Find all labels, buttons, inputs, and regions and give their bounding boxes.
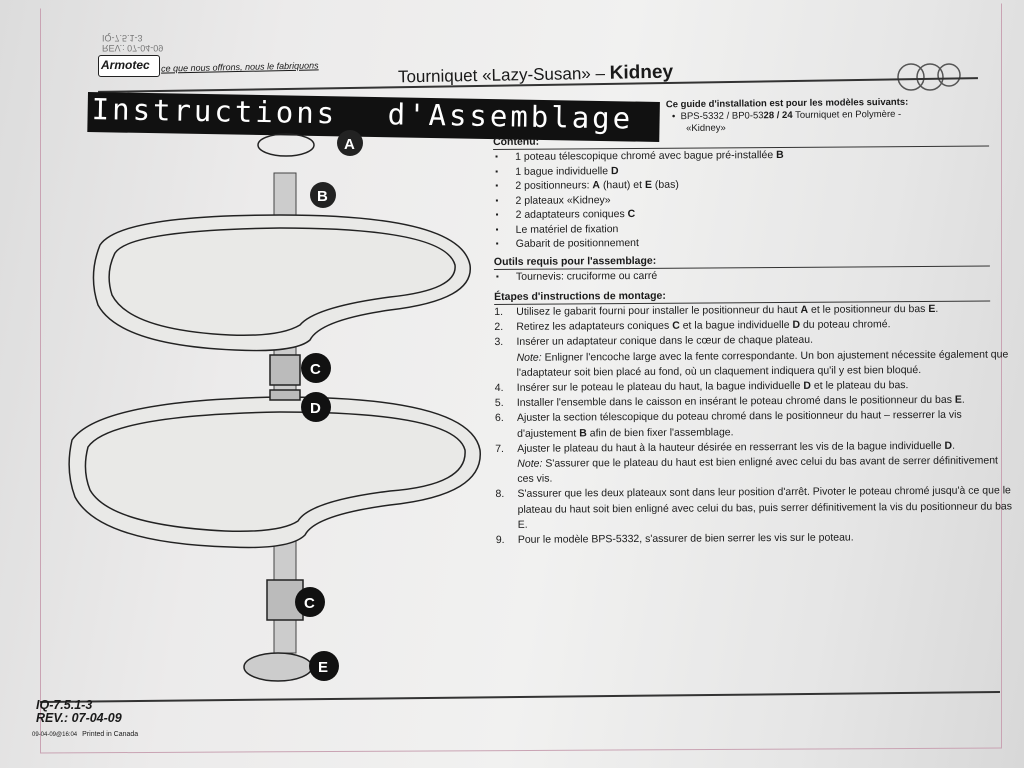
text-segment: Enligner l'encoche large avec la fente c…: [516, 348, 1009, 379]
list-item: Gabarit de positionnement: [494, 233, 1014, 251]
step-item: 8. S'assurer que les deux plateaux sont d…: [495, 484, 1015, 533]
text-segment: .: [961, 393, 965, 406]
text-segment: (bas): [651, 178, 679, 191]
text-segment: .: [935, 302, 939, 315]
steps-list: 1. Utilisez le gabarit fourni pour instal…: [494, 301, 1016, 548]
ring-d: [269, 389, 301, 401]
text-segment: du poteau chromé.: [799, 318, 891, 332]
svg-text:E: E: [318, 659, 328, 676]
instructions-text: Contenu: 1 poteau télescopique chromé av…: [493, 132, 1016, 548]
top-tray: [92, 214, 471, 352]
text-segment: Note:: [516, 351, 542, 364]
top-positioner-a: [257, 133, 315, 157]
footer: IQ-7.5.1-3 REV.: 07-04-09: [36, 699, 122, 725]
text-segment: afin de bien fixer l'assemblage.: [586, 425, 734, 439]
label-c-top: [301, 353, 331, 383]
text-segment: D: [610, 164, 619, 177]
bottom-tray-inner: [84, 411, 466, 533]
step-number: 2.: [494, 321, 504, 334]
step-number: 9.: [495, 533, 505, 547]
label-d: [301, 392, 331, 422]
text-segment: 1 bague individuelle: [515, 164, 612, 178]
text-segment: S'assurer que les deux plateaux sont dan…: [517, 484, 1013, 531]
text-segment: Utilisez le gabarit fourni pour installe…: [516, 303, 801, 318]
label-e: [309, 651, 339, 681]
text-segment: 2 positionneurs:: [515, 179, 593, 192]
text-segment: Pour le modèle BPS-5332, s'assurer de bi…: [517, 531, 854, 546]
svg-text:C: C: [310, 361, 321, 378]
text-segment: Gabarit de positionnement: [515, 236, 639, 250]
step-number: 5.: [494, 397, 504, 410]
print-info: 09-04-09@16:04 Printed in Canada: [32, 731, 139, 738]
top-tray-inner: [108, 227, 456, 337]
step-item: 3. Insérer un adaptateur conique dans le …: [494, 332, 1014, 381]
text-segment: C: [627, 208, 636, 221]
text-segment: Ajuster le plateau du haut à la hauteur …: [517, 439, 945, 455]
armotec-logo: Armotec: [98, 55, 160, 77]
text-segment: A: [800, 303, 809, 316]
text-segment: Retirez les adaptateurs coniques: [516, 319, 673, 334]
text-segment: E: [644, 178, 653, 191]
text-segment: Insérer un adaptateur conique dans le cœ…: [516, 334, 814, 349]
text-segment: et le positionneur du bas: [808, 302, 929, 316]
text-segment: Installer l'ensemble dans le caisson en …: [516, 394, 955, 410]
revision: REV.: 07-04-09: [36, 711, 122, 725]
text-segment: 2 adaptateurs coniques: [515, 208, 628, 221]
assembly-diagram: A B C D C E: [68, 130, 481, 682]
gcp-logo: [897, 63, 961, 91]
label-a: [337, 130, 363, 156]
text-segment: 2 plateaux «Kidney»: [515, 193, 611, 207]
text-segment: D: [944, 439, 953, 452]
label-b: [310, 182, 336, 208]
step-number: 3.: [494, 336, 504, 349]
models-block: Ce guide d'installation est pour les mod…: [665, 96, 909, 135]
step-number: 1.: [494, 305, 504, 318]
text-segment: A: [592, 179, 601, 192]
text-segment: B: [579, 426, 587, 440]
list-item: Tournevis: cruciforme ou carré: [494, 266, 1014, 284]
contents-list: 1 poteau télescopique chromé avec bague …: [493, 146, 1014, 251]
tools-list: Tournevis: cruciforme ou carré: [494, 266, 1014, 284]
text-segment: et le plateau du bas.: [810, 379, 909, 392]
step-number: 6.: [494, 412, 504, 425]
text-segment: Insérer sur le poteau le plateau du haut…: [516, 379, 804, 394]
text-segment: S'assurer que le plateau du haut est bie…: [517, 454, 998, 486]
text-segment: Tournevis: cruciforme ou carré: [515, 269, 658, 283]
step-number: 8.: [495, 488, 505, 501]
text-segment: 1 poteau télescopique chromé avec bague …: [515, 149, 777, 163]
step-item: 7. Ajuster le plateau du haut à la hauteu…: [495, 438, 1015, 487]
text-segment: Le matériel de fixation: [515, 222, 619, 236]
label-c-bottom: [295, 587, 325, 617]
step-item: 6.Ajuster la section télescopique du pot…: [495, 408, 1015, 442]
part-labels: A B C D C E: [295, 130, 363, 681]
svg-text:A: A: [344, 136, 355, 153]
text-segment: D: [792, 319, 801, 332]
text-segment: (haut) et: [599, 178, 645, 192]
svg-text:C: C: [304, 595, 315, 612]
text-segment: Note:: [517, 457, 543, 470]
step-number: 7.: [495, 442, 504, 455]
svg-text:B: B: [317, 188, 328, 205]
text-segment: B: [776, 148, 784, 162]
text-segment: et la bague individuelle: [679, 319, 793, 332]
bottom-tray: [68, 396, 481, 549]
adapter-c-top: [269, 354, 301, 386]
step-number: 4.: [494, 381, 504, 395]
text-segment: .: [952, 439, 956, 452]
doc-code: IQ-7.5.1-3: [36, 698, 93, 712]
bottom-positioner-e: [243, 652, 313, 682]
svg-text:D: D: [310, 400, 321, 417]
